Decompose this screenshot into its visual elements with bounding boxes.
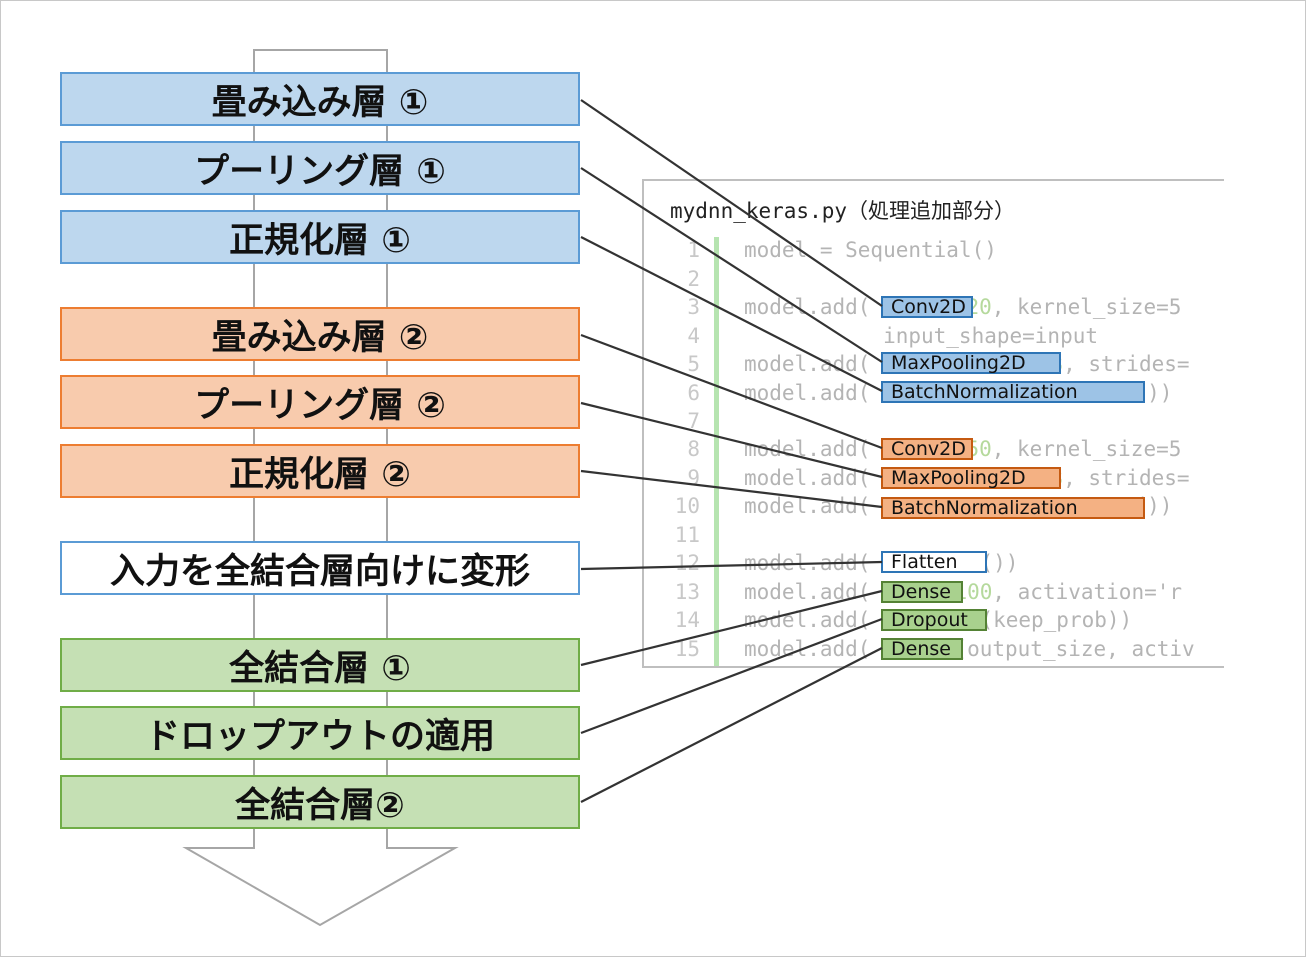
layer-pooling-2: プーリング層 ②: [60, 375, 580, 429]
layer-label: 全結合層②: [235, 785, 405, 826]
tag-batchnorm-2: BatchNormalization: [881, 497, 1145, 519]
layer-label: 正規化層 ②: [229, 454, 411, 495]
code-line: model = Sequential(): [744, 238, 997, 262]
code-caption: （処理追加部分）: [847, 199, 1016, 223]
layer-label: プーリング層 ①: [194, 151, 446, 192]
layer-label: 畳み込み層 ②: [211, 317, 429, 358]
line-number: 10: [674, 494, 700, 518]
line-number: 2: [687, 267, 700, 291]
layer-dense-2: 全結合層②: [60, 775, 580, 829]
line-number: 11: [674, 523, 700, 547]
code-line: model.add(100, activation='r: [744, 580, 1183, 604]
layer-label: 全結合層 ①: [229, 648, 411, 689]
layer-dense-1: 全結合層 ①: [60, 638, 580, 692]
line-number: 13: [674, 580, 700, 604]
tag-dense-1: Dense: [881, 581, 963, 603]
tag-batchnorm-1: BatchNormalization: [881, 381, 1145, 403]
line-number: 15: [674, 637, 700, 661]
layer-label: 入力を全結合層向けに変形: [109, 551, 530, 592]
layer-norm-1: 正規化層 ①: [60, 210, 580, 264]
tag-conv2d-1: Conv2D: [881, 296, 973, 318]
code-filename: mydnn_keras.py: [670, 199, 848, 223]
layer-label: 畳み込み層 ①: [211, 82, 429, 123]
layer-norm-2: 正規化層 ②: [60, 444, 580, 498]
layer-pooling-1: プーリング層 ①: [60, 141, 580, 195]
tag-dense-2: Dense: [881, 638, 963, 660]
tag-conv2d-2: Conv2D: [881, 438, 973, 460]
line-number: 12: [674, 551, 700, 575]
layer-dropout: ドロップアウトの適用: [60, 706, 580, 760]
layer-flatten: 入力を全結合層向けに変形: [60, 541, 580, 595]
code-line: input_shape=input: [744, 324, 1099, 348]
code-line: model.add((output_size, activ: [744, 637, 1195, 661]
layer-label: ドロップアウトの適用: [144, 716, 495, 757]
line-number: 3: [687, 295, 700, 319]
tag-flatten: Flatten: [881, 551, 987, 573]
line-number: 4: [687, 324, 700, 348]
line-number: 9: [687, 466, 700, 490]
layer-label: 正規化層 ①: [229, 220, 411, 261]
line-number: 5: [687, 352, 700, 376]
layer-conv-2: 畳み込み層 ②: [60, 307, 580, 361]
layer-label: プーリング層 ②: [194, 385, 446, 426]
code-title: mydnn_keras.py（処理追加部分）: [670, 195, 1015, 225]
change-gutter-bar: [714, 237, 719, 666]
line-number: 7: [687, 409, 700, 433]
tag-maxpooling2d-2: MaxPooling2D: [881, 467, 1061, 489]
line-number: 6: [687, 381, 700, 405]
line-number: 1: [687, 238, 700, 262]
line-number: 8: [687, 437, 700, 461]
layer-conv-1: 畳み込み層 ①: [60, 72, 580, 126]
tag-dropout: Dropout: [881, 609, 987, 631]
tag-maxpooling2d-1: MaxPooling2D: [881, 352, 1061, 374]
line-number: 14: [674, 608, 700, 632]
